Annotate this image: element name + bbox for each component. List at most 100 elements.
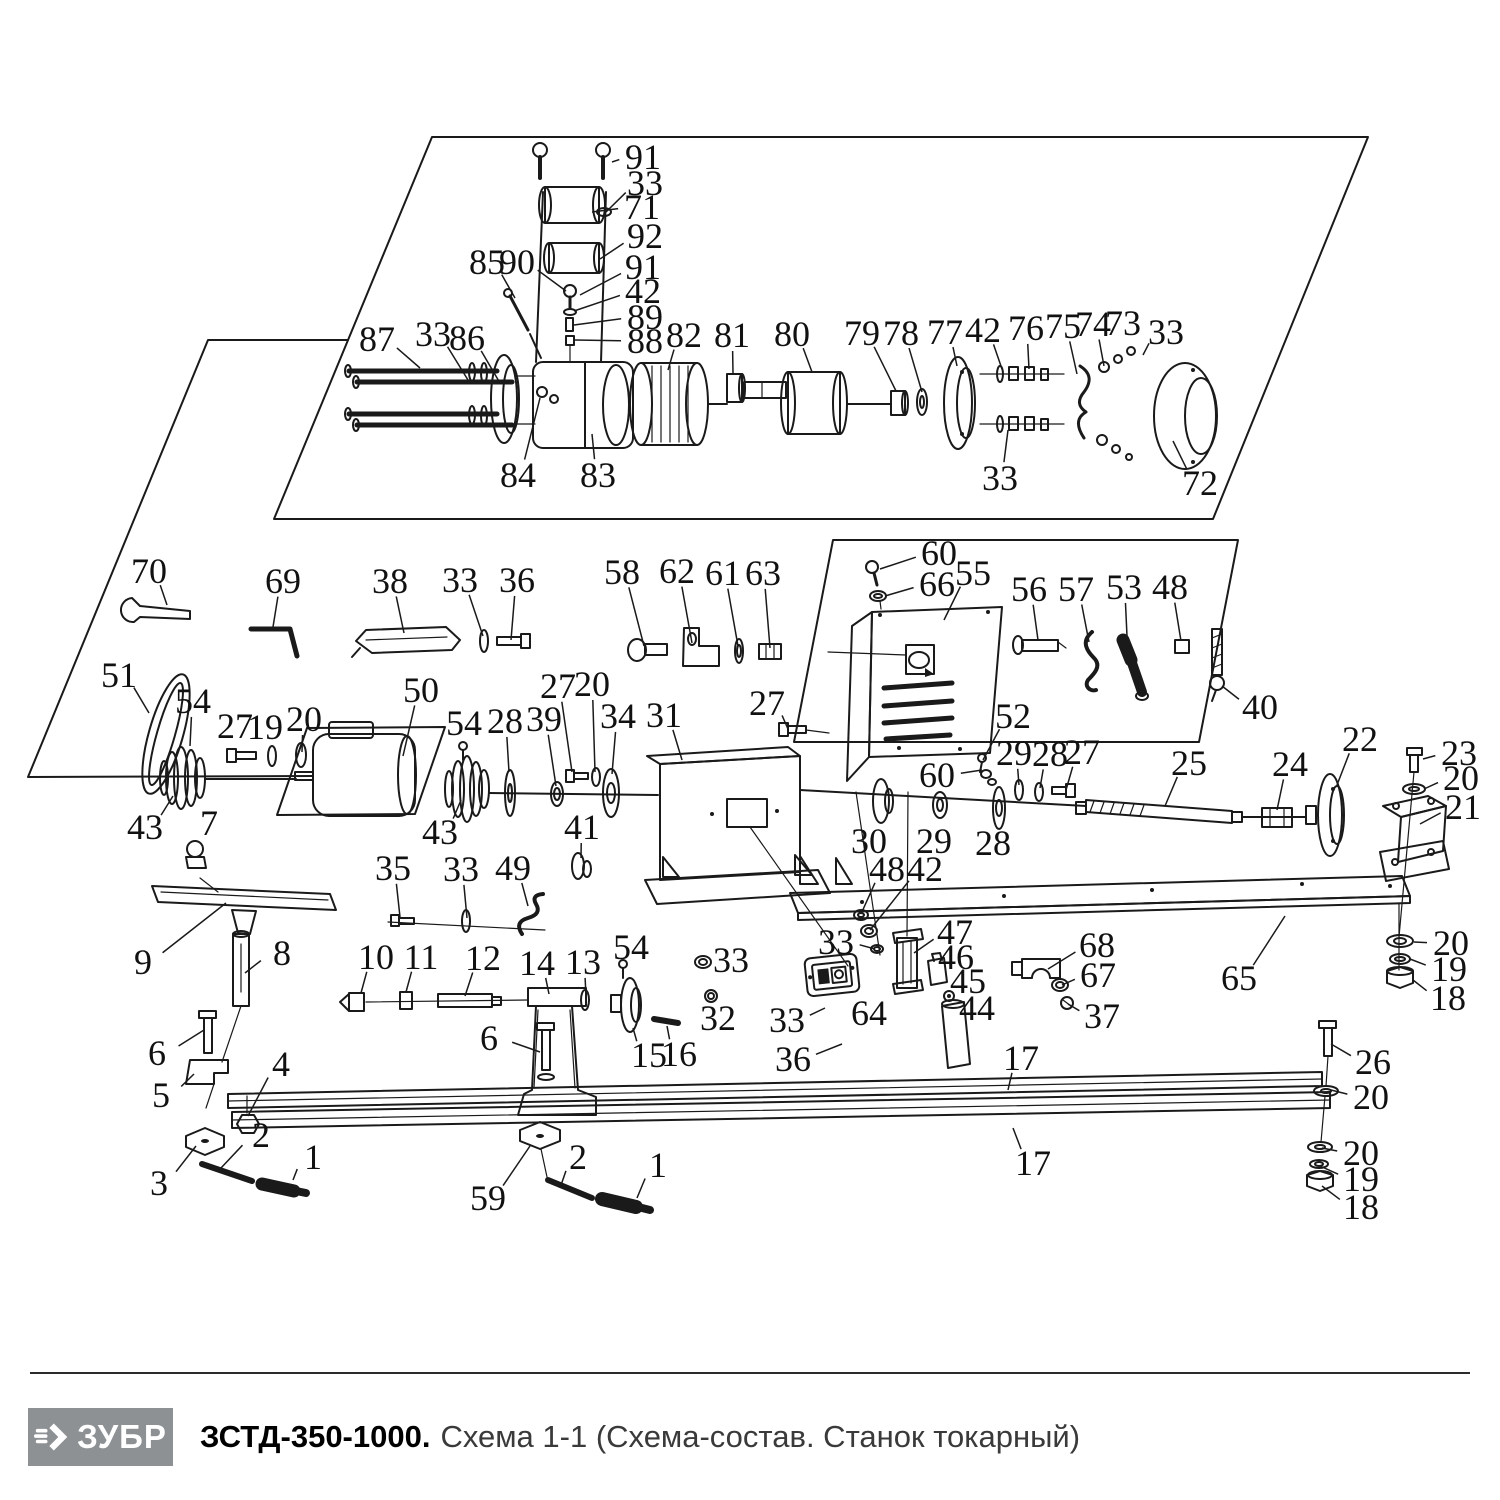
bolt-58 <box>628 639 667 661</box>
leader-line-72 <box>1173 441 1187 470</box>
leader-line-36 <box>511 596 515 640</box>
leader-line-62 <box>682 587 692 643</box>
part-label-60: 60 <box>919 755 955 795</box>
bolt-23-washer-20 <box>1399 748 1425 937</box>
leader-line-23 <box>1423 756 1435 759</box>
leader-line-82 <box>668 350 674 370</box>
leader-line-52 <box>983 729 999 760</box>
leader-line-21 <box>1420 813 1441 824</box>
part-label-70: 70 <box>131 551 167 591</box>
leader-line-20 <box>302 735 303 752</box>
part-label-54: 54 <box>446 703 482 743</box>
drive-belt-51 <box>133 670 200 799</box>
leader-line-83 <box>592 434 595 459</box>
leader-line-2 <box>221 1145 242 1168</box>
leader-line-33 <box>448 347 468 380</box>
angle-bracket-21 <box>1380 796 1449 881</box>
part-label-28: 28 <box>975 823 1011 863</box>
leader-line-13 <box>585 978 586 996</box>
cable-clamp-68-67-37 <box>1012 959 1073 1009</box>
bracket-62 <box>683 628 719 666</box>
part-label-20: 20 <box>1343 1133 1379 1173</box>
leader-line-67 <box>1062 979 1075 985</box>
part-label-35: 35 <box>375 848 411 888</box>
leader-line-19 <box>1320 1166 1338 1174</box>
part-label-39: 39 <box>526 699 562 739</box>
scheme-subtitle: Схема 1-1 (Схема-состав. Станок токарный… <box>440 1419 1081 1454</box>
leader-line-4 <box>248 1078 268 1116</box>
bracket-47 <box>893 792 923 994</box>
part-label-56: 56 <box>1011 569 1047 609</box>
leader-line-17 <box>1008 1073 1012 1090</box>
leader-line-33 <box>469 595 483 636</box>
part-label-66: 66 <box>919 564 955 604</box>
part-label-33: 33 <box>982 458 1018 498</box>
part-label-25: 25 <box>1171 743 1207 783</box>
spindle-column <box>533 143 611 362</box>
handle-pin-16 <box>654 1019 678 1023</box>
part-label-76: 76 <box>1008 308 1044 348</box>
washers-41 <box>572 853 591 879</box>
leader-line-76 <box>1028 344 1029 369</box>
headstock-housing-83 <box>504 289 633 448</box>
leader-line-91 <box>612 160 619 162</box>
tool-rest-9 <box>152 886 336 910</box>
part-label-50: 50 <box>403 670 439 710</box>
cone-pulley-43-right <box>445 742 489 822</box>
part-label-54: 54 <box>613 927 649 967</box>
top-panel-outline <box>274 137 1368 519</box>
part-label-11: 11 <box>404 937 439 977</box>
leader-line-18 <box>1413 980 1427 991</box>
leader-line-71 <box>592 209 618 212</box>
part-label-53: 53 <box>1106 567 1142 607</box>
part-label-78: 78 <box>883 313 919 353</box>
spacers-28-39-34 <box>505 768 619 817</box>
leader-line-20 <box>1414 942 1427 943</box>
part-label-31: 31 <box>646 695 682 735</box>
screws-73-74-33 <box>1097 347 1135 460</box>
part-label-21: 21 <box>1445 787 1481 827</box>
handwheel-22 <box>1306 774 1344 856</box>
headstock-assembly <box>345 143 1217 469</box>
fastener-stack-top <box>1387 903 1413 988</box>
part-label-34: 34 <box>600 696 636 736</box>
leader-line-27 <box>562 702 572 772</box>
washer-61 <box>735 639 743 663</box>
part-label-83: 83 <box>580 455 616 495</box>
leader-line-86 <box>481 351 500 383</box>
washer-33-nut-32 <box>695 956 717 1002</box>
leader-line-28 <box>507 737 509 772</box>
leader-line-60 <box>961 770 982 773</box>
leader-line-31 <box>673 730 682 760</box>
part-label-19: 19 <box>1343 1159 1379 1199</box>
part-label-26: 26 <box>1355 1042 1391 1082</box>
part-label-15: 15 <box>631 1035 667 1075</box>
part-label-10: 10 <box>358 937 394 977</box>
leader-line-33 <box>860 945 875 949</box>
front-flange-86 <box>491 355 535 443</box>
left-panel-outline <box>28 340 348 777</box>
leader-line-20 <box>1327 1089 1347 1094</box>
leader-line-59 <box>503 1146 530 1186</box>
hook-57 <box>1086 632 1098 690</box>
leader-line-27 <box>1066 767 1073 790</box>
handle-53 <box>1123 640 1148 700</box>
part-label-4: 4 <box>272 1044 290 1084</box>
part-label-51: 51 <box>101 655 137 695</box>
part-label-54: 54 <box>175 681 211 721</box>
knurled-pin-40 <box>1210 629 1224 701</box>
leader-line-9 <box>163 903 226 953</box>
part-label-69: 69 <box>265 561 301 601</box>
leader-line-19 <box>1410 959 1426 965</box>
part-label-61: 61 <box>705 553 741 593</box>
guide-rods-87 <box>345 363 512 431</box>
washer-66 <box>870 591 886 601</box>
brand-logo: ЗУБР <box>28 1408 173 1466</box>
leader-line-57 <box>1082 605 1089 642</box>
tool-rest-blade-38 <box>352 627 460 657</box>
leader-line-47 <box>914 939 934 953</box>
part-label-33: 33 <box>627 163 663 203</box>
part-label-41: 41 <box>564 807 600 847</box>
leader-line-5 <box>181 1074 194 1086</box>
